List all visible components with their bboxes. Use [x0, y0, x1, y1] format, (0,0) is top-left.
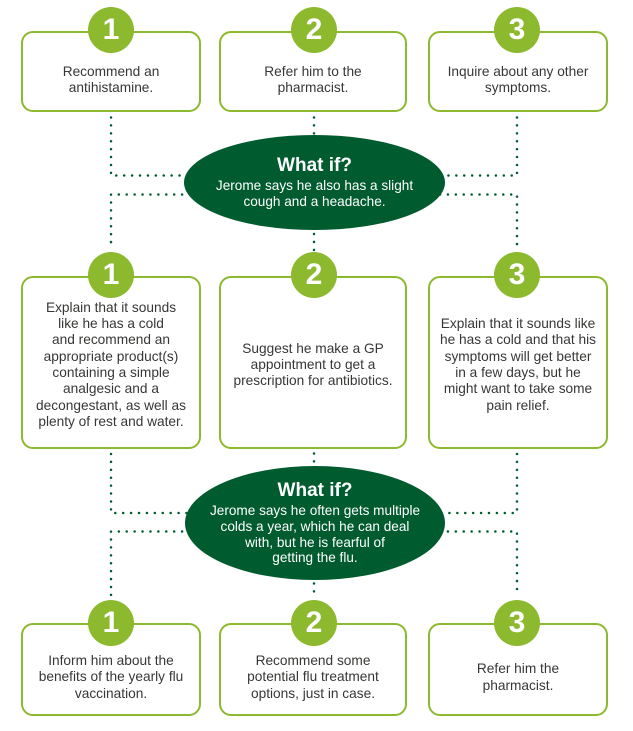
option-text-2-3: Explain that it sounds like he has a col… — [440, 316, 596, 413]
whatif-bubble-2: What if? Jerome says he often gets multi… — [185, 466, 445, 580]
option-text-2-1: Explain that it sounds like he has a col… — [36, 299, 186, 429]
connector-left-into-whatif1 — [109, 116, 194, 177]
whatif-body-2: Jerome says he often gets multiple colds… — [209, 503, 421, 566]
connector-right-out-whatif2 — [438, 530, 519, 598]
connector-left-out-whatif2 — [109, 530, 192, 598]
step-number-badge-1-3: 3 — [494, 7, 540, 53]
whatif-title-2: What if? — [277, 480, 353, 502]
option-text-2-2: Suggest he make a GP appointment to get … — [233, 340, 393, 389]
step-number-badge-3-3: 3 — [494, 600, 540, 646]
connector-right-into-whatif2 — [436, 452, 519, 515]
step-number-badge-3-1: 1 — [88, 600, 134, 646]
step-number-badge-1-2: 2 — [291, 7, 337, 53]
step-number-badge-3-2: 2 — [291, 600, 337, 646]
step-number-badge-2-1: 1 — [88, 252, 134, 298]
whatif-body-1: Jerome says he also has a slight cough a… — [215, 178, 414, 209]
option-text-3-2: Recommend some potential flu treatment o… — [247, 653, 379, 701]
option-text-3-3: Refer him the pharmacist. — [476, 661, 560, 693]
whatif-title-1: What if? — [277, 155, 352, 177]
connector-right-into-whatif1 — [436, 116, 519, 177]
option-text-1-2: Refer him to the pharmacist. — [264, 63, 362, 95]
connector-left-out-whatif1 — [109, 193, 192, 251]
option-text-1-1: Recommend an antihistamine. — [62, 63, 160, 95]
step-number-badge-1-1: 1 — [88, 7, 134, 53]
step-number-badge-2-2: 2 — [291, 252, 337, 298]
option-box-2-1[interactable]: Explain that it sounds like he has a col… — [21, 276, 201, 449]
step-number-badge-2-3: 3 — [494, 252, 540, 298]
option-box-2-3[interactable]: Explain that it sounds like he has a col… — [428, 276, 608, 449]
option-text-3-1: Inform him about the benefits of the yea… — [38, 653, 184, 701]
option-box-2-2[interactable]: Suggest he make a GP appointment to get … — [219, 276, 407, 449]
connector-right-out-whatif1 — [438, 193, 519, 251]
option-text-1-3: Inquire about any other symptoms. — [447, 63, 589, 95]
connector-left-into-whatif2 — [109, 452, 194, 515]
whatif-bubble-1: What if? Jerome says he also has a sligh… — [184, 135, 445, 230]
